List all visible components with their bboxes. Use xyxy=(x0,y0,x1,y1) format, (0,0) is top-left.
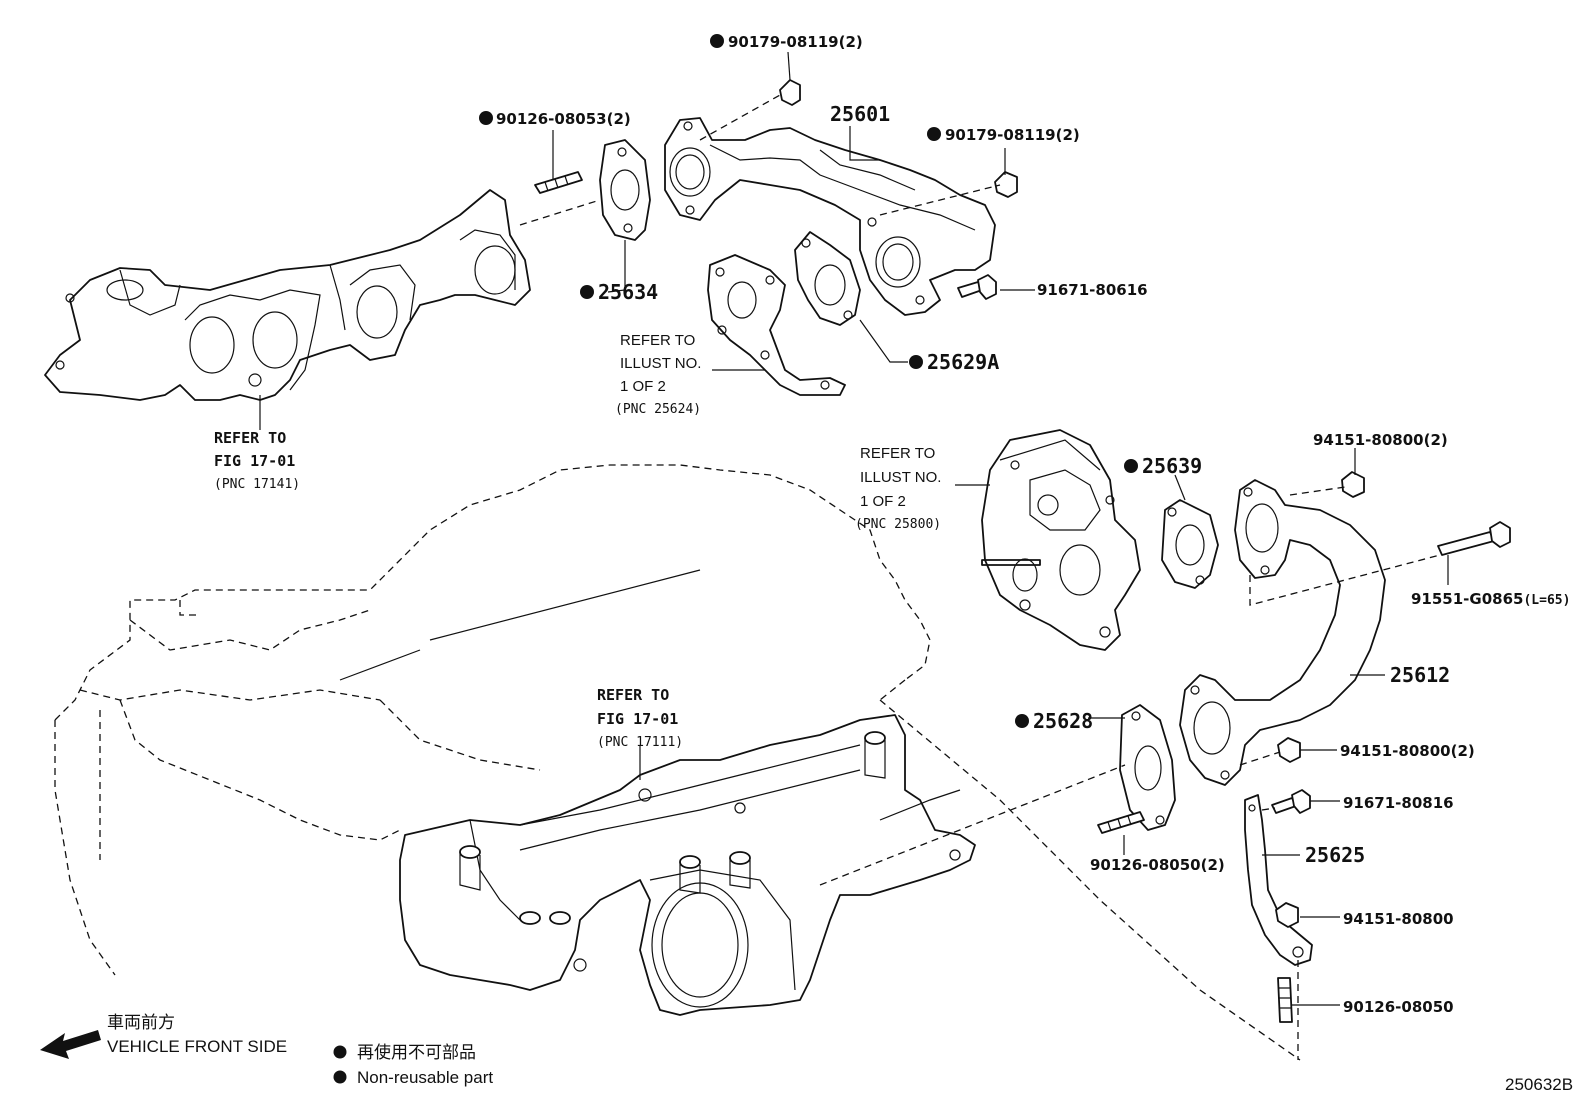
nonreuse-label-jp: 再使用不可部品 xyxy=(357,1042,476,1062)
label-90179-08119-right: 90179-08119(2) xyxy=(945,126,1080,144)
svg-text:REFER TO: REFER TO xyxy=(620,332,695,349)
nonreuse-mark xyxy=(479,111,493,125)
svg-text:REFER TO: REFER TO xyxy=(214,429,286,447)
nonreuse-mark xyxy=(927,127,941,141)
nonreuse-mark xyxy=(1015,714,1029,728)
svg-text:(PNC 25624): (PNC 25624) xyxy=(615,402,701,417)
engine-block-outline xyxy=(54,464,1301,1061)
ref-pnc-17111: REFER TO FIG 17-01 (PNC 17111) xyxy=(597,686,683,750)
front-label-jp: 車両前方 xyxy=(107,1013,175,1032)
label-94151-80800-top: 94151-80800(2) xyxy=(1313,431,1448,449)
svg-text:ILLUST NO.: ILLUST NO. xyxy=(620,355,701,372)
nonreuse-legend-mark xyxy=(333,1070,347,1084)
gasket-25628 xyxy=(1119,704,1176,831)
egr-pipe-25601 xyxy=(664,117,996,316)
gasket-25639 xyxy=(1161,499,1219,589)
svg-text:FIG 17-01: FIG 17-01 xyxy=(214,452,295,470)
label-91551-g0865: 91551-G0865(L=65) xyxy=(1411,590,1570,608)
diagram-id: 250632B xyxy=(1505,1075,1573,1094)
ref-pnc-25800: REFER TO ILLUST NO. 1 OF 2 (PNC 25800) xyxy=(855,445,941,532)
intake-manifold xyxy=(399,714,976,1016)
label-25628: 25628 xyxy=(1033,709,1093,733)
bracket-25624 xyxy=(707,254,846,396)
gasket-25634 xyxy=(599,139,651,241)
front-label-en: VEHICLE FRONT SIDE xyxy=(107,1037,287,1056)
reference-notes: REFER TO ILLUST NO. 1 OF 2 (PNC 25624) R… xyxy=(214,332,941,750)
nonreuse-mark xyxy=(710,34,724,48)
label-90179-08119-top: 90179-08119(2) xyxy=(728,33,863,51)
labels: 90179-08119(2) 90126-08053(2) 25601 9017… xyxy=(479,33,1570,1016)
nonreuse-mark xyxy=(580,285,594,299)
label-91671-80616: 91671-80616 xyxy=(1037,281,1148,299)
bracket-25625 xyxy=(1244,794,1313,966)
svg-text:(PNC 25800): (PNC 25800) xyxy=(855,517,941,532)
svg-text:(PNC 17141): (PNC 17141) xyxy=(214,477,300,492)
nonreuse-mark xyxy=(1124,459,1138,473)
label-94151-80800-low: 94151-80800 xyxy=(1343,910,1454,928)
svg-text:REFER TO: REFER TO xyxy=(597,686,669,704)
label-25634: 25634 xyxy=(598,280,658,304)
exhaust-manifold xyxy=(44,189,531,401)
svg-text:1 OF 2: 1 OF 2 xyxy=(620,378,666,395)
svg-text:REFER TO: REFER TO xyxy=(860,445,935,462)
label-25601: 25601 xyxy=(830,102,890,126)
nonreuse-mark xyxy=(909,355,923,369)
nonreuse-legend-mark xyxy=(333,1045,347,1059)
svg-text:1 OF 2: 1 OF 2 xyxy=(860,493,906,510)
ref-pnc-17141: REFER TO FIG 17-01 (PNC 17141) xyxy=(214,429,300,492)
label-25639: 25639 xyxy=(1142,454,1202,478)
label-94151-80800-mid: 94151-80800(2) xyxy=(1340,742,1475,760)
assembly-lines xyxy=(519,94,1441,1060)
legend: 車両前方 VEHICLE FRONT SIDE 再使用不可部品 Non-reus… xyxy=(40,1013,1573,1094)
svg-text:ILLUST NO.: ILLUST NO. xyxy=(860,469,941,486)
label-25629a: 25629A xyxy=(927,350,999,374)
nonreuse-label-en: Non-reusable part xyxy=(357,1068,493,1087)
front-arrow-icon xyxy=(40,1030,101,1059)
gasket-25629a xyxy=(794,231,861,326)
svg-text:(PNC 17111): (PNC 17111) xyxy=(597,735,683,750)
egr-valve-25800 xyxy=(981,429,1141,651)
leader-lines xyxy=(259,51,1449,1006)
label-25612: 25612 xyxy=(1390,663,1450,687)
label-91671-80816: 91671-80816 xyxy=(1343,794,1454,812)
label-25625: 25625 xyxy=(1305,843,1365,867)
fastener-shapes xyxy=(534,79,1511,1023)
label-90126-08050: 90126-08050 xyxy=(1343,998,1454,1016)
label-90126-08050-2: 90126-08050(2) xyxy=(1090,856,1225,874)
ref-pnc-25624: REFER TO ILLUST NO. 1 OF 2 (PNC 25624) xyxy=(615,332,701,417)
egr-pipe-25612 xyxy=(1179,479,1386,786)
label-90126-08053: 90126-08053(2) xyxy=(496,110,631,128)
svg-text:FIG 17-01: FIG 17-01 xyxy=(597,710,678,728)
